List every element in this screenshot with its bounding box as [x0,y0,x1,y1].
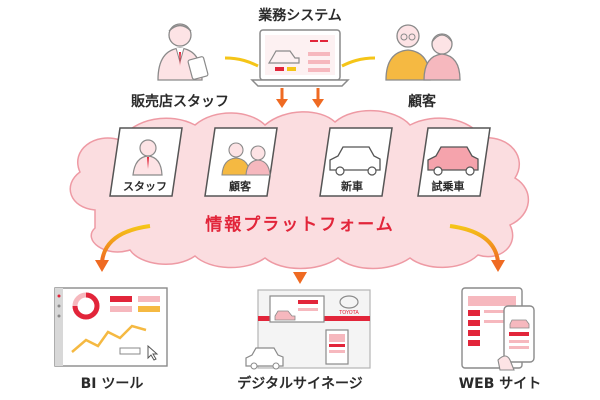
card-test-drive: 試乗車 [417,127,491,197]
test-drive-car-icon [427,146,479,176]
smartphone-icon [503,305,535,363]
dealer-staff-icon [157,23,209,81]
customers-icon-small [221,142,271,176]
brand-logo: TOYOTA [338,295,359,316]
card-new-car: 新車 [319,127,393,197]
digital-signage-label: デジタルサイネージ [237,375,362,392]
card-customers: 顧客 [204,127,278,197]
donut-chart-icon [72,292,100,320]
new-car-icon [329,146,381,176]
card-staff: スタッフ [109,127,183,197]
business-system-label: 業務システム [257,7,342,24]
card-label-new-car: 新車 [341,179,363,193]
showroom-car-icon [245,347,284,370]
customers-icon [385,24,461,81]
digital-signage-store: TOYOTA [245,289,371,370]
output-arrows [95,224,505,284]
card-label-customers: 顧客 [229,179,252,193]
dealer-staff-label: 販売店スタッフ [131,93,229,110]
bi-tool-screen [54,287,168,367]
platform-cloud: 情報プラットフォーム [69,110,530,270]
platform-label: 情報プラットフォーム [205,214,395,235]
staff-person-icon [132,139,163,176]
brand-text: TOYOTA [338,310,359,316]
top-arrows [224,56,376,108]
card-label-test-drive: 試乗車 [432,179,465,193]
laptop-icon [250,29,350,87]
web-site-label: WEB サイト [459,376,542,392]
customer-label: 顧客 [408,93,437,110]
bi-tool-label: BI ツール [81,376,144,392]
web-site-devices [461,287,535,371]
line-chart-icon [71,324,147,353]
card-label-staff: スタッフ [123,180,167,193]
